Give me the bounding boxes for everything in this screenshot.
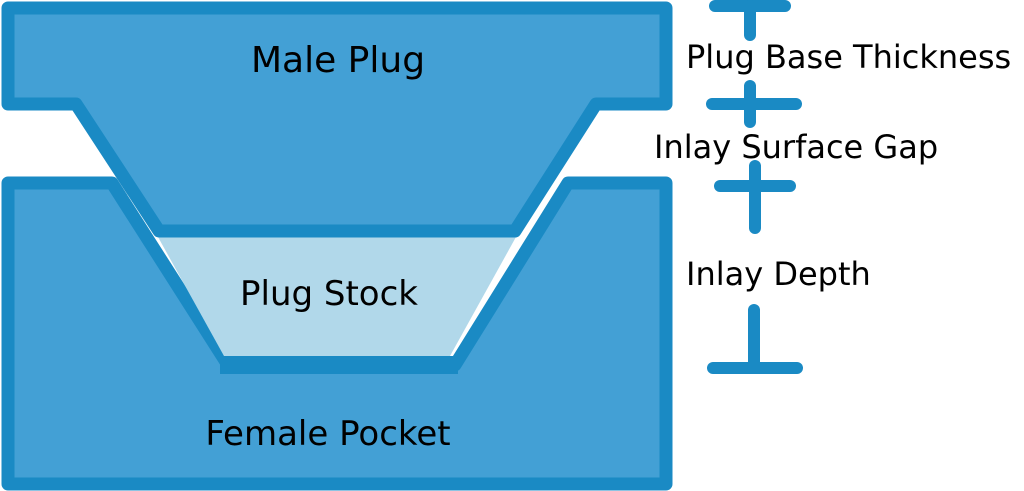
male-plug-shape	[1, 1, 673, 238]
inlay-surface-gap-label: Inlay Surface Gap	[654, 128, 938, 166]
plug-stock-shape	[158, 237, 516, 356]
inlay-depth-label: Inlay Depth	[686, 255, 871, 293]
male-plug-label: Male Plug	[251, 40, 425, 81]
female-pocket-label: Female Pocket	[205, 414, 450, 454]
dimension-markers	[706, 0, 803, 374]
plug-stock-label: Plug Stock	[240, 274, 418, 314]
plug-base-thickness-label: Plug Base Thickness	[686, 38, 1011, 76]
female-pocket-shape	[1, 176, 673, 491]
